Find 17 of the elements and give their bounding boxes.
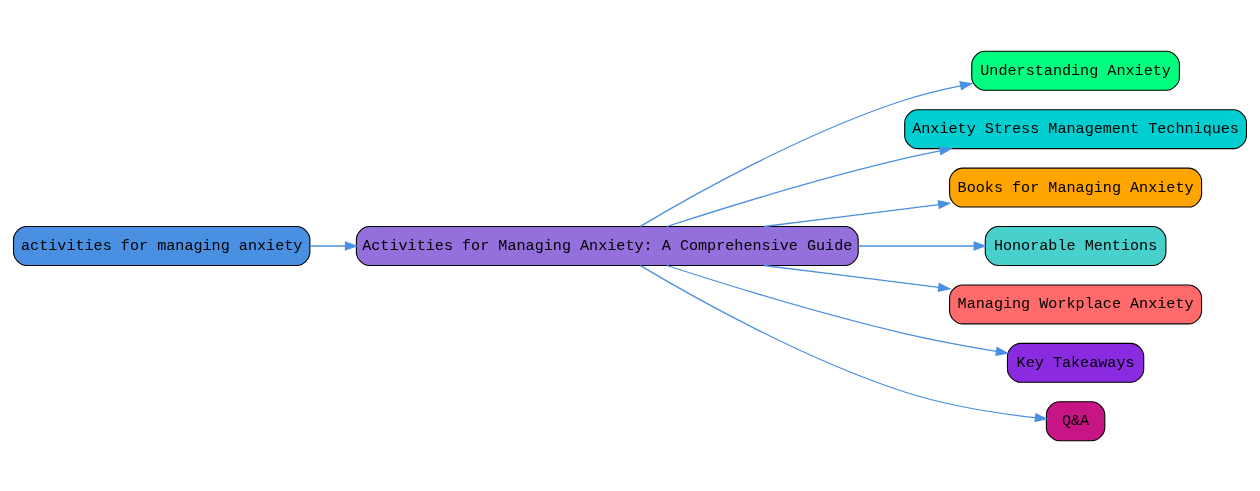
node-box: Key Takeaways	[1006, 342, 1145, 383]
node-box: Books for Managing Anxiety	[949, 167, 1203, 208]
node-box: Activities for Managing Anxiety: A Comprehensive Guide	[355, 225, 859, 266]
arrow	[666, 145, 953, 227]
arrow	[763, 264, 952, 292]
node-box: Q&A	[1045, 400, 1106, 441]
node-box: activities for managing anxiety	[13, 225, 311, 266]
arrow	[639, 264, 1049, 422]
arrow	[639, 80, 974, 227]
node-box: Managing Workplace Anxiety	[949, 283, 1203, 324]
node-box: Understanding Anxiety	[971, 50, 1180, 91]
arrow	[763, 199, 952, 227]
node-box: Anxiety Stress Management Techniques	[904, 108, 1247, 149]
arrow	[857, 240, 987, 251]
arrow	[666, 264, 1010, 356]
node-box: Honorable Mentions	[984, 225, 1167, 266]
arrow	[309, 240, 359, 251]
